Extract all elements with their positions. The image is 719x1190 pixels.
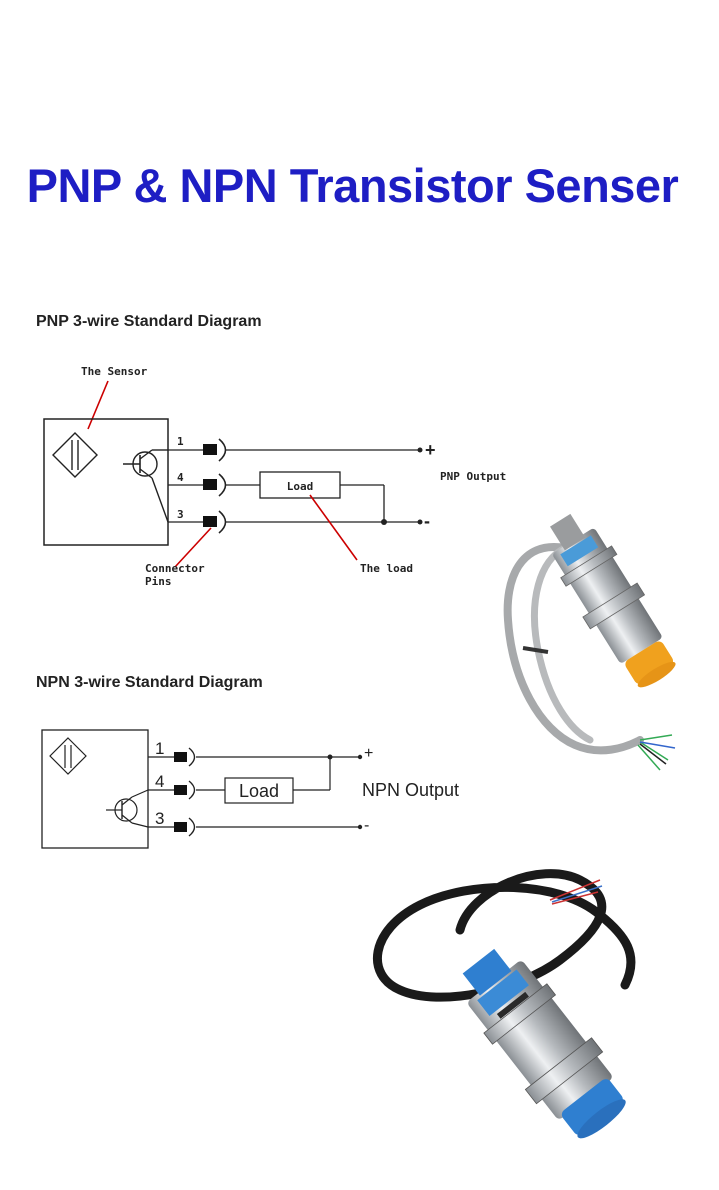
pnp-pin-1: 1	[177, 435, 184, 448]
npn-connector-pins-icon	[174, 747, 196, 837]
pnp-sensor-box	[43, 418, 169, 546]
sensor-pointer	[87, 380, 109, 430]
npn-transistor-icon	[106, 789, 149, 828]
npn-output-label: NPN Output	[362, 780, 459, 800]
npn-load-box	[224, 777, 294, 804]
pnp-pin-4: 4	[177, 471, 184, 484]
load-pointer	[309, 494, 358, 561]
npn-diagram: NPN 3-wire Standard Diagram 1 4 3	[36, 674, 459, 849]
npn-pin-4: 4	[155, 772, 164, 791]
pnp-plus: +	[425, 440, 436, 460]
npn-pin-1: 1	[155, 739, 164, 758]
pnp-sensor-symbol-icon	[52, 432, 98, 478]
connector-label-line2: Pins	[145, 575, 172, 588]
npn-pin-3: 3	[155, 809, 164, 828]
page-title: PNP & NPN Transistor Senser	[26, 159, 679, 212]
npn-sensor-symbol-icon	[49, 737, 87, 775]
pnp-transistor-icon	[123, 449, 169, 523]
pnp-diagram: PNP 3-wire Standard Diagram The Sensor 1…	[36, 313, 506, 588]
pnp-heading: PNP 3-wire Standard Diagram	[36, 313, 262, 330]
pnp-connector-pins-icon	[203, 438, 227, 534]
npn-plus: +	[364, 745, 373, 762]
npn-load-text: Load	[239, 781, 279, 801]
npn-minus: -	[364, 817, 369, 834]
npn-sensor-box	[41, 729, 149, 849]
pnp-load-text: Load	[287, 480, 314, 493]
pnp-output-label: PNP Output	[440, 470, 506, 483]
pnp-minus: -	[424, 511, 430, 531]
connector-pointer	[174, 527, 212, 568]
load-label: The load	[360, 562, 413, 575]
pnp-pin-3: 3	[177, 508, 184, 521]
npn-heading: NPN 3-wire Standard Diagram	[36, 674, 263, 691]
proximity-sensor-photo-orange	[503, 513, 676, 771]
connector-label-line1: Connector	[145, 562, 205, 575]
sensor-label: The Sensor	[81, 365, 148, 378]
proximity-sensor-photo-blue	[372, 869, 636, 1139]
pnp-load-box	[259, 471, 341, 499]
